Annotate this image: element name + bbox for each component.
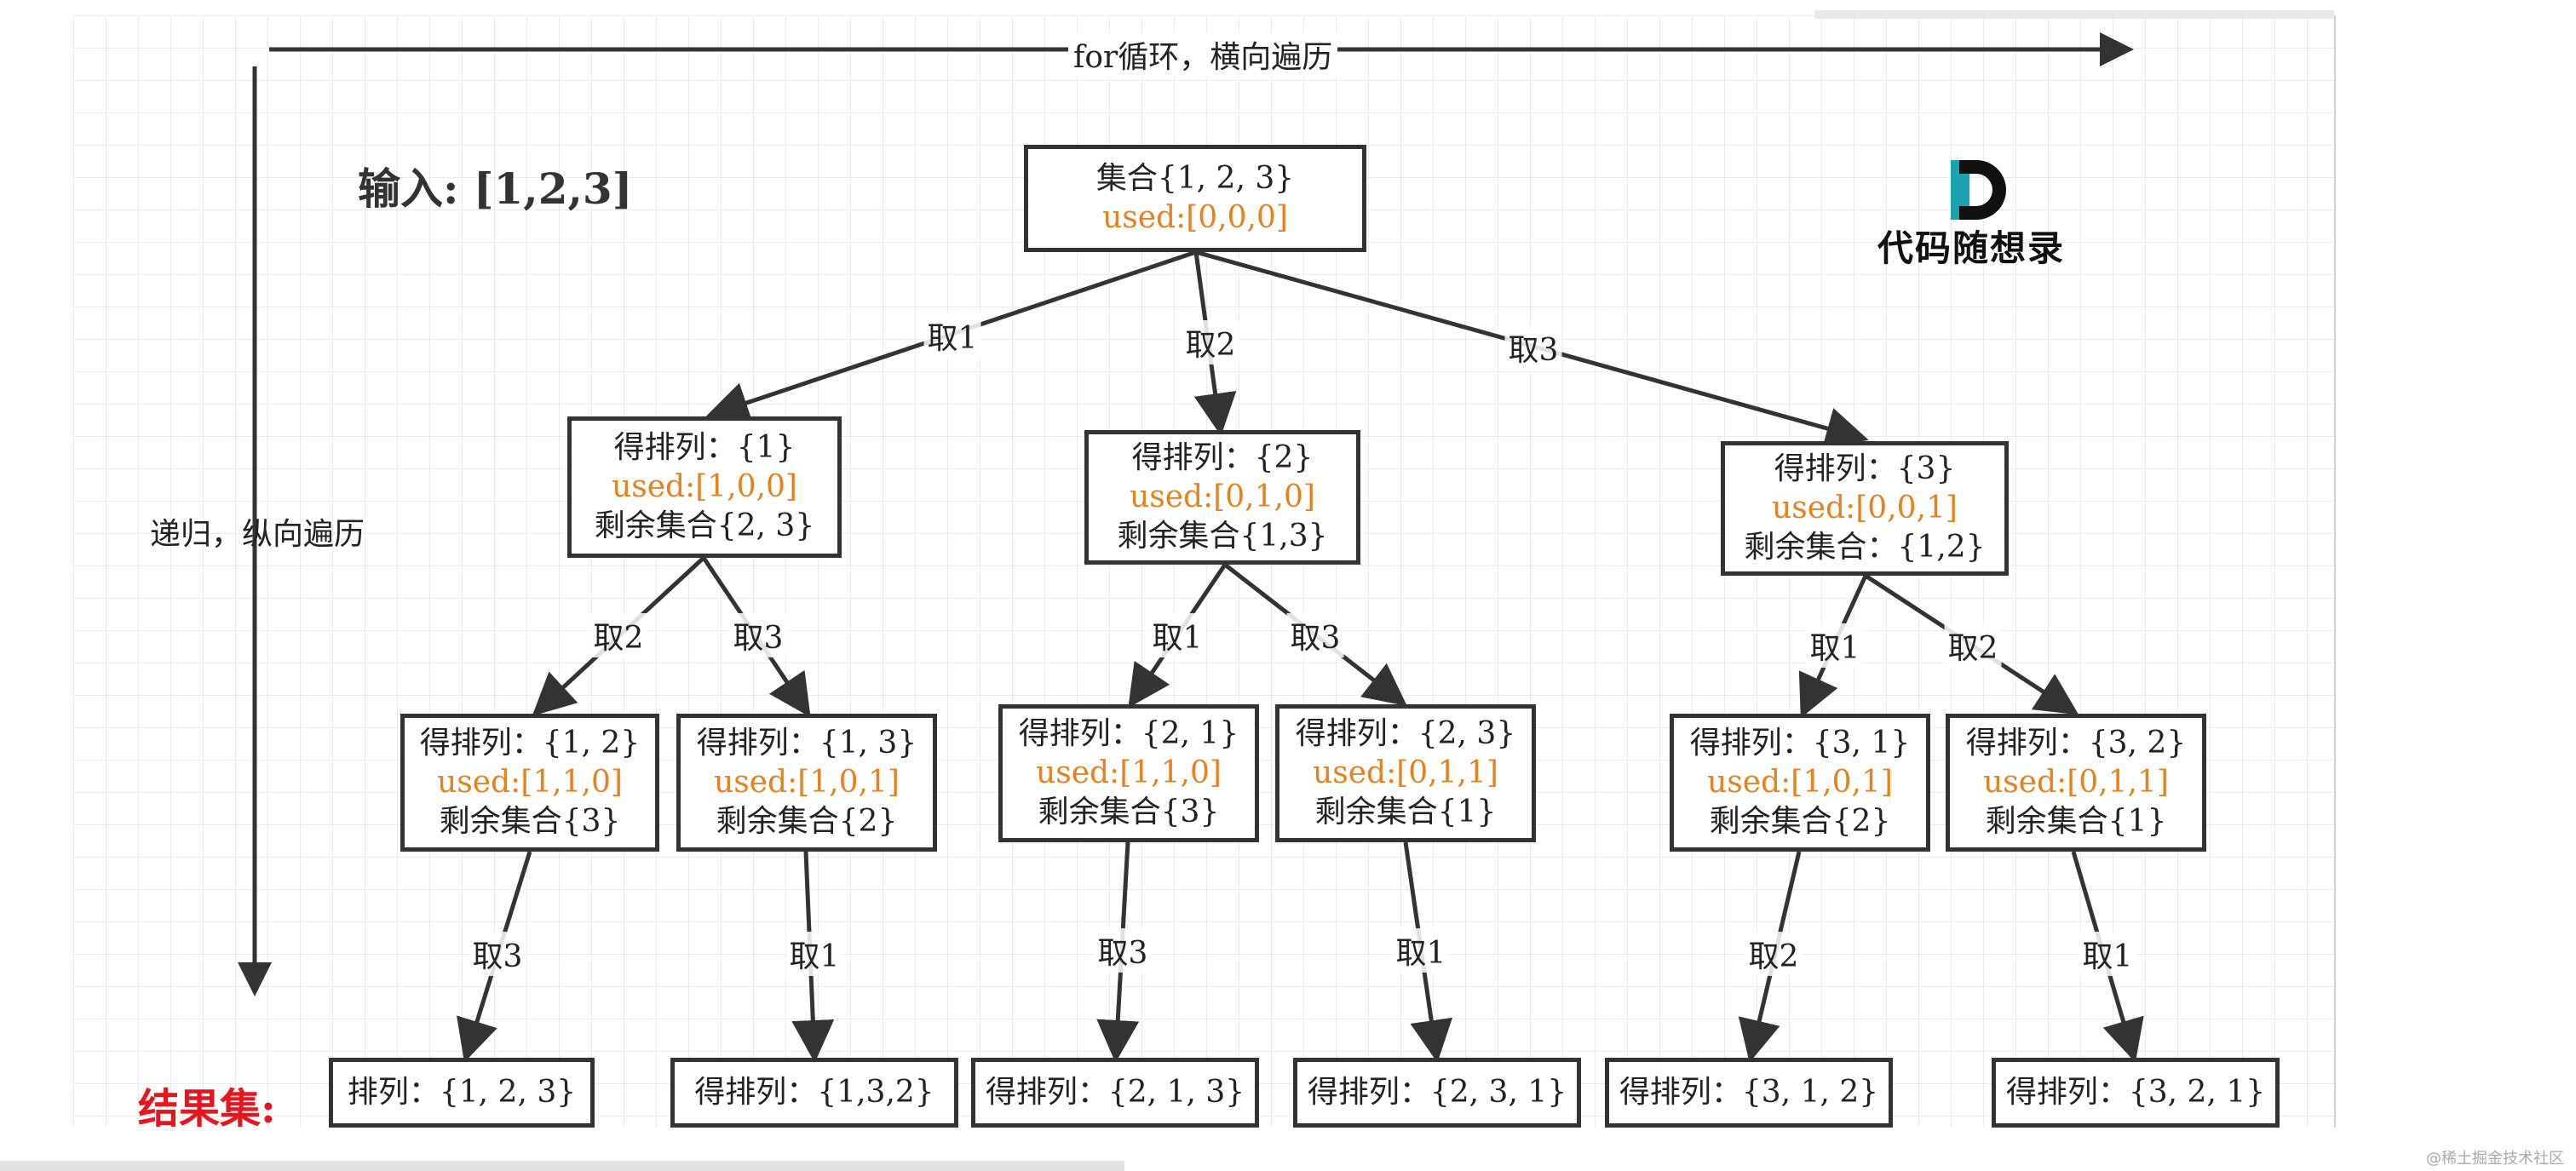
edge-label: 取2 bbox=[1944, 623, 2002, 668]
node-remaining: 剩余集合{2} bbox=[1709, 804, 1891, 839]
logo-d-icon bbox=[1951, 160, 2006, 220]
node-permutation: 得排列：{1, 3} bbox=[696, 726, 917, 761]
horizontal-axis-label: for循环，横向遍历 bbox=[1068, 32, 1338, 77]
node-remaining: 剩余集合{2, 3} bbox=[594, 508, 815, 543]
window-edge bbox=[1814, 10, 2334, 19]
node-permutation: 得排列：{3} bbox=[1774, 451, 1956, 486]
node-used: used:[0,1,1] bbox=[1983, 765, 2169, 800]
node-used: used:[1,0,1] bbox=[1707, 765, 1893, 800]
node-used: used:[1,0,0] bbox=[612, 469, 797, 504]
edge-label: 取1 bbox=[1392, 928, 1450, 973]
input-label: 输入: [1,2,3] bbox=[358, 164, 633, 214]
result-permutation: 排列：{1, 2, 3} bbox=[347, 1075, 577, 1110]
node-remaining: 剩余集合{3} bbox=[439, 804, 621, 839]
node-remaining: 剩余集合{1,3} bbox=[1117, 519, 1328, 554]
edge-label: 取1 bbox=[1148, 613, 1206, 657]
logo-text: 代码随想录 bbox=[1877, 227, 2066, 269]
result-node: 得排列：{2, 1, 3} bbox=[971, 1058, 1259, 1128]
level1-node: 得排列：{2} used:[0,1,0] 剩余集合{1,3} bbox=[1084, 430, 1360, 565]
edge-label: 取3 bbox=[1504, 325, 1562, 370]
node-remaining: 剩余集合：{1,2} bbox=[1744, 530, 1986, 565]
node-used: used:[0,1,0] bbox=[1130, 479, 1315, 514]
node-permutation: 得排列：{2, 1} bbox=[1018, 716, 1239, 751]
vertical-axis-label: 递归，纵向遍历 bbox=[150, 517, 365, 552]
level1-node: 得排列：{3} used:[0,0,1] 剩余集合：{1,2} bbox=[1721, 441, 2009, 576]
root-node: 集合{1, 2, 3} used:[0,0,0] bbox=[1024, 145, 1366, 252]
edge-label: 取3 bbox=[729, 613, 787, 657]
edge-label: 取2 bbox=[1182, 320, 1239, 365]
node-used: used:[1,1,0] bbox=[437, 765, 623, 800]
node-permutation: 得排列：{2, 3} bbox=[1295, 716, 1516, 751]
watermark: @稀土掘金技术社区 bbox=[2426, 1150, 2564, 1168]
result-node: 得排列：{3, 2, 1} bbox=[1992, 1058, 2280, 1128]
edge-label: 取1 bbox=[785, 932, 843, 976]
result-set-label: 结果集: bbox=[138, 1085, 276, 1133]
result-permutation: 得排列：{2, 3, 1} bbox=[1307, 1075, 1567, 1110]
result-permutation: 得排列：{2, 1, 3} bbox=[985, 1075, 1245, 1110]
node-used: used:[1,0,1] bbox=[714, 765, 900, 800]
edge-label: 取3 bbox=[469, 932, 526, 976]
result-node: 得排列：{1,3,2} bbox=[670, 1058, 958, 1128]
node-permutation: 得排列：{3, 1} bbox=[1689, 726, 1911, 761]
edge-label: 取3 bbox=[1286, 613, 1344, 657]
node-used: used:[0,1,1] bbox=[1313, 755, 1498, 790]
edge-label: 取2 bbox=[589, 613, 647, 657]
level2-node: 得排列：{1, 3} used:[1,0,1] 剩余集合{2} bbox=[676, 714, 937, 852]
edge-label: 取3 bbox=[1094, 928, 1152, 973]
edge-label: 取1 bbox=[923, 313, 981, 358]
edge-label: 取1 bbox=[1806, 623, 1864, 668]
node-permutation: 得排列：{1, 2} bbox=[419, 726, 641, 761]
node-used: used:[0,0,0] bbox=[1102, 200, 1288, 235]
level1-node: 得排列：{1} used:[1,0,0] 剩余集合{2, 3} bbox=[567, 416, 842, 558]
level2-node: 得排列：{3, 2} used:[0,1,1] 剩余集合{1} bbox=[1946, 714, 2206, 852]
scrollbar-strip bbox=[0, 1161, 1124, 1171]
node-remaining: 剩余集合{3} bbox=[1038, 795, 1220, 829]
result-permutation: 得排列：{1,3,2} bbox=[694, 1075, 934, 1110]
node-used: used:[1,1,0] bbox=[1036, 755, 1222, 790]
node-used: used:[0,0,1] bbox=[1772, 491, 1958, 525]
level2-node: 得排列：{1, 2} used:[1,1,0] 剩余集合{3} bbox=[400, 714, 659, 852]
result-node: 得排列：{2, 3, 1} bbox=[1293, 1058, 1581, 1128]
level2-node: 得排列：{2, 3} used:[0,1,1] 剩余集合{1} bbox=[1275, 704, 1536, 842]
node-set: 集合{1, 2, 3} bbox=[1095, 161, 1295, 196]
node-remaining: 剩余集合{2} bbox=[716, 804, 898, 839]
edge-label: 取2 bbox=[1745, 932, 1803, 976]
node-remaining: 剩余集合{1} bbox=[1314, 795, 1497, 829]
result-node: 得排列：{3, 1, 2} bbox=[1605, 1058, 1893, 1128]
level2-node: 得排列：{3, 1} used:[1,0,1] 剩余集合{2} bbox=[1670, 714, 1930, 852]
node-permutation: 得排列：{2} bbox=[1131, 440, 1314, 475]
result-permutation: 得排列：{3, 1, 2} bbox=[1619, 1075, 1879, 1110]
level2-node: 得排列：{2, 1} used:[1,1,0] 剩余集合{3} bbox=[998, 704, 1259, 842]
node-permutation: 得排列：{3, 2} bbox=[1965, 726, 2187, 761]
result-node: 排列：{1, 2, 3} bbox=[329, 1058, 595, 1128]
node-permutation: 得排列：{1} bbox=[613, 430, 796, 465]
result-permutation: 得排列：{3, 2, 1} bbox=[2005, 1075, 2266, 1110]
edge-label: 取1 bbox=[2079, 932, 2136, 976]
node-remaining: 剩余集合{1} bbox=[1985, 804, 2167, 839]
